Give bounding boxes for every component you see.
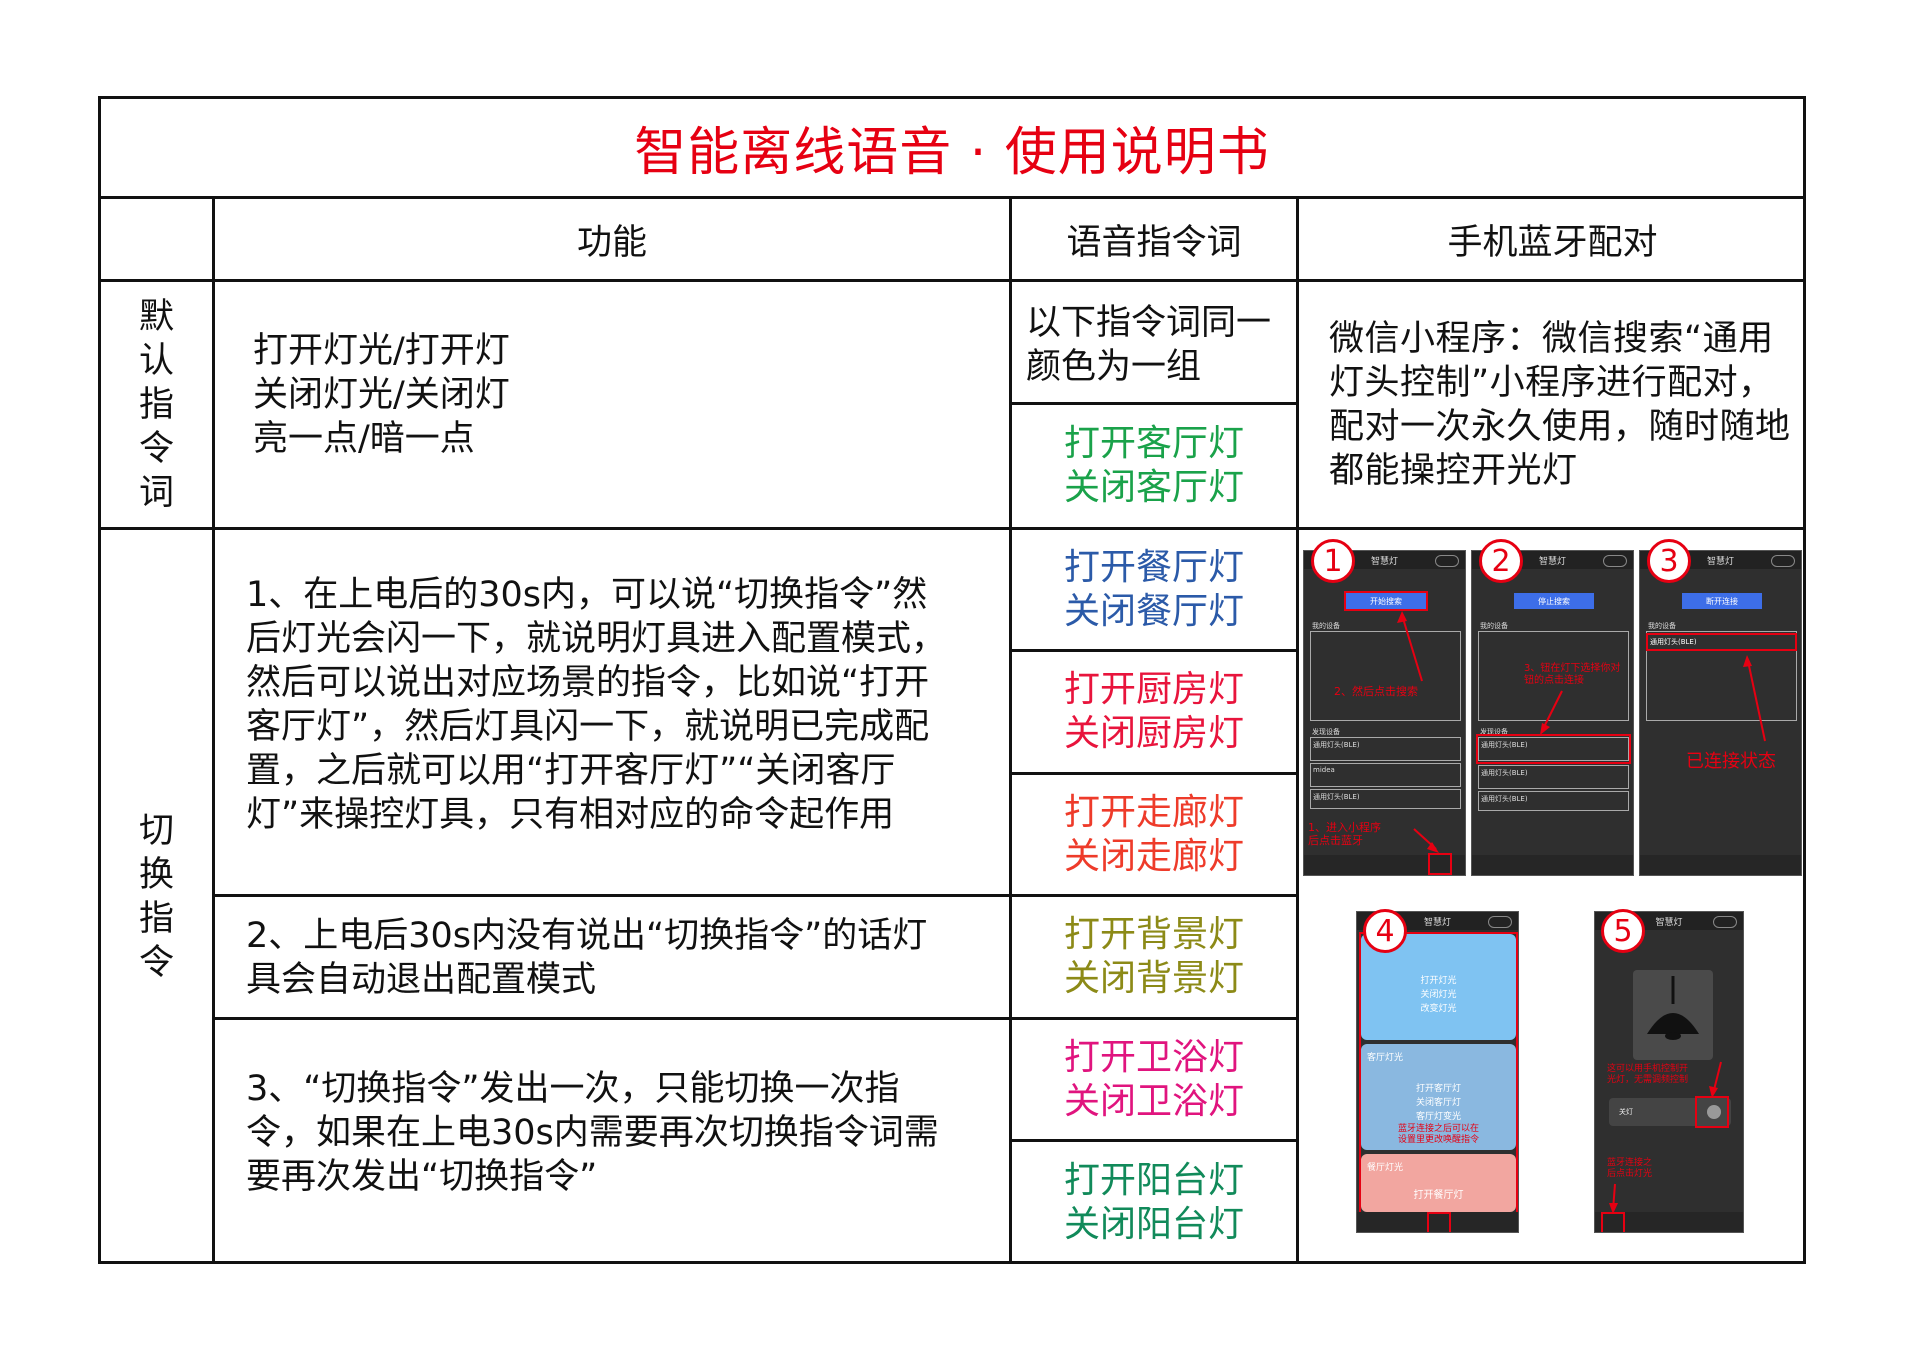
annotation-step-3: 3、钮在灯下选择你对钮的点击连接 [1524, 663, 1621, 686]
phone-bottom-nav [1640, 855, 1801, 875]
settings-tab-highlight [1427, 1212, 1451, 1232]
more-icon [1603, 555, 1627, 567]
phone-bottom-nav [1304, 855, 1465, 875]
phone-screenshot-step-2: 智慧灯 停止搜索 我的设备 3、钮在灯下选择你对钮的点击连接 发现设备 通用灯头… [1471, 550, 1634, 876]
light-card-dining-room[interactable]: 餐厅灯光 打开餐厅灯 [1361, 1154, 1516, 1212]
annotation-light: 蓝牙连接之后点击灯光 [1607, 1158, 1653, 1179]
bluetooth-instructions: 微信小程序：微信搜索“通用灯头控制”小程序进行配对，配对一次永久使用，随时随地都… [1329, 319, 1791, 491]
my-devices-box [1646, 631, 1797, 721]
connected-status-label: 已连接状态 [1686, 751, 1776, 772]
command-group-background: 打开背景灯关闭背景灯 [1063, 914, 1244, 999]
command-group-kitchen: 打开厨房灯关闭厨房灯 [1063, 669, 1244, 754]
command-group-living-room: 打开客厅灯关闭客厅灯 [1063, 423, 1244, 508]
phone-screenshot-step-1: 智慧灯 开始搜索 我的设备 发现设备 通用灯头(BLE) midea 通用灯头(… [1303, 550, 1466, 876]
arrow-icon [1540, 690, 1563, 735]
annotation-step-1: 1、进入小程序后点击蓝牙 [1308, 821, 1381, 847]
header-function: 功能 [576, 222, 647, 263]
found-devices-label: 发现设备 [1312, 728, 1340, 736]
step-badge-3: 3 [1647, 539, 1691, 583]
toggle-knob[interactable] [1707, 1105, 1721, 1119]
selected-device-highlight [1476, 734, 1631, 764]
highlight-box [1344, 591, 1428, 611]
more-icon [1488, 916, 1512, 928]
step-badge-1: 1 [1311, 539, 1355, 583]
switch-step-2: 2、上电后30s内没有说出“切换指令”的话灯具会自动退出配置模式 [246, 916, 928, 1000]
bluetooth-tab-highlight [1428, 853, 1452, 875]
more-icon [1435, 555, 1459, 567]
stop-search-button[interactable]: 停止搜索 [1514, 593, 1594, 609]
my-devices-box [1478, 631, 1629, 721]
my-devices-box [1310, 631, 1461, 721]
step-badge-2: 2 [1479, 539, 1523, 583]
step-badge-4: 4 [1363, 909, 1407, 953]
phone-bottom-nav [1595, 1212, 1743, 1232]
phone-bottom-nav [1357, 1212, 1518, 1232]
light-toggle-row[interactable]: 关灯 [1609, 1098, 1731, 1126]
my-devices-label: 我的设备 [1480, 622, 1508, 630]
device-row[interactable]: 通用灯头(BLE) [1310, 789, 1461, 809]
voice-group-note: 以下指令词同一颜色为一组 [1026, 303, 1272, 387]
device-row[interactable]: 通用灯头(BLE) [1478, 737, 1629, 761]
command-group-corridor: 打开走廊灯关闭走廊灯 [1063, 791, 1244, 877]
phone-screenshot-step-5: 智慧灯 这可以用手机控制开光灯，无需调频控制 关灯 蓝牙连接之后点击灯光 [1594, 911, 1744, 1233]
annotation-control: 这可以用手机控制开光灯，无需调频控制 [1607, 1064, 1689, 1085]
phone-screenshot-step-3: 智慧灯 断开连接 我的设备 通用灯头(BLE) 已连接状态 [1639, 550, 1802, 876]
my-devices-label: 我的设备 [1648, 622, 1676, 630]
command-group-bathroom: 打开卫浴灯关闭卫浴灯 [1063, 1036, 1244, 1122]
default-commands-label: 默认指令词 [138, 296, 174, 513]
connected-device-highlight [1646, 633, 1797, 651]
command-group-balcony: 打开阳台灯关闭阳台灯 [1063, 1160, 1244, 1245]
device-row[interactable]: midea [1310, 763, 1461, 787]
device-row[interactable]: 通用灯头(BLE) [1478, 791, 1629, 811]
arrow-icon [1609, 1061, 1722, 1214]
arrow-icon [1397, 611, 1439, 853]
header-voice-command: 语音指令词 [1066, 222, 1242, 263]
light-card-living-room[interactable]: 客厅灯光 打开客厅灯关闭客厅灯客厅灯变光 蓝牙连接之后可以在设置里更改唤醒指令 [1361, 1044, 1516, 1150]
header-bluetooth: 手机蓝牙配对 [1447, 222, 1658, 263]
my-devices-label: 我的设备 [1312, 622, 1340, 630]
connected-device-name[interactable]: 通用灯头(BLE) [1650, 638, 1697, 646]
arrow-icon [1743, 655, 1766, 742]
device-row[interactable]: 通用灯头(BLE) [1478, 765, 1629, 789]
command-group-dining-room: 打开餐厅灯关闭餐厅灯 [1063, 546, 1244, 632]
disconnect-button[interactable]: 断开连接 [1682, 593, 1762, 609]
default-function-text: 打开灯光/打开灯关闭灯光/关闭灯亮一点/暗一点 [253, 331, 510, 459]
switch-commands-label: 切换指令 [138, 811, 174, 983]
more-icon [1713, 916, 1737, 928]
found-devices-label: 发现设备 [1480, 728, 1508, 736]
switch-step-3: 3、“切换指令”发出一次，只能切换一次指令，如果在上电30s内需要再次切换指令词… [246, 1069, 939, 1197]
more-icon [1771, 555, 1795, 567]
phone-bottom-nav [1472, 855, 1633, 875]
page-title: 智能离线语音 · 使用说明书 [634, 123, 1270, 183]
annotation-step-2: 2、然后点击搜索 [1334, 685, 1418, 698]
cards-highlight [1359, 932, 1518, 1214]
step-badge-5: 5 [1601, 909, 1645, 953]
instruction-table: 智能离线语音 · 使用说明书 功能 语音指令词 手机蓝牙配对 默认指令词 打开灯… [98, 96, 1806, 1264]
phone-screenshot-step-4: 智慧灯 打开灯光关闭灯光改变灯光 客厅灯光 打开客厅灯关闭客厅灯客厅灯变光 蓝牙… [1356, 911, 1519, 1233]
start-search-button[interactable]: 开始搜索 [1346, 593, 1426, 609]
switch-step-1: 1、在上电后的30s内，可以说“切换指令”然后灯光会闪一下，就说明灯具进入配置模… [246, 575, 947, 835]
device-row[interactable]: 通用灯头(BLE) [1310, 737, 1461, 761]
lamp-icon [1633, 970, 1713, 1060]
